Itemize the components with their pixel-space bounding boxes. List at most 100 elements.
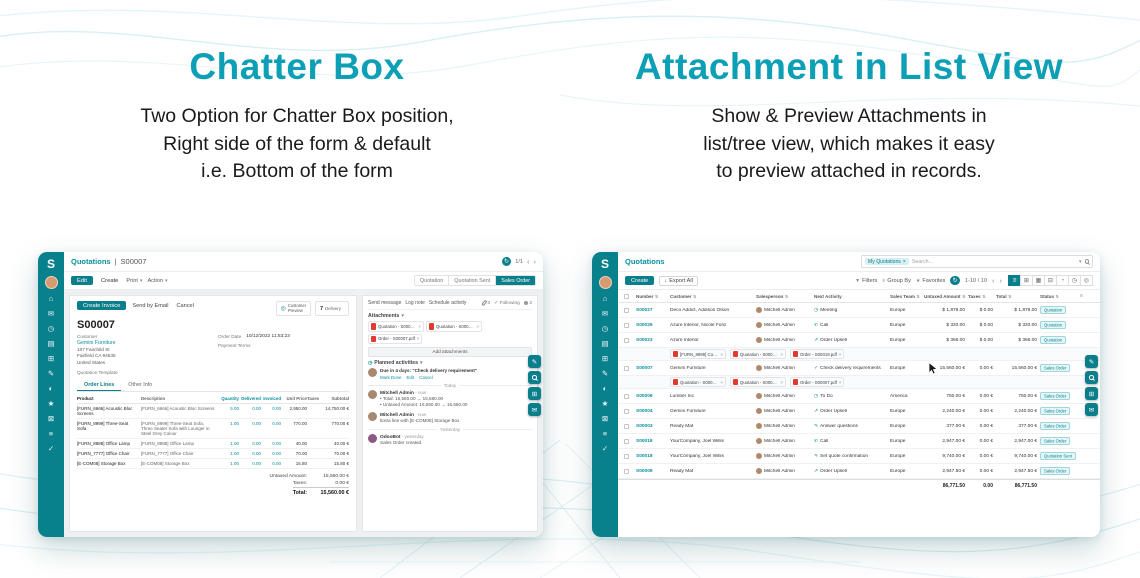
send-by-email-button[interactable]: Send by Email xyxy=(132,302,169,309)
edit-tool-icon[interactable]: ✎ xyxy=(1085,355,1098,368)
table-row[interactable]: S00023 Azure Interior Mitchell Admin ⇗Or… xyxy=(618,333,1100,348)
attachment-chip[interactable]: Quotation - S00019.pdf× xyxy=(730,376,786,388)
row-checkbox[interactable] xyxy=(624,307,629,313)
row-checkbox[interactable] xyxy=(624,468,629,474)
column-header-untaxed[interactable]: Untaxed Amount⇅ xyxy=(924,294,968,299)
sidebar-app-icon[interactable]: ◷ xyxy=(601,323,609,333)
column-header-total[interactable]: Total⇅ xyxy=(996,294,1040,299)
attachment-chip[interactable]: Quotation - S00023.pdf× xyxy=(670,376,726,388)
cell-next-activity[interactable]: ⇗Order Upsell xyxy=(814,338,890,343)
status-sales-order[interactable]: Sales Order xyxy=(495,276,535,285)
cell-next-activity[interactable]: ✎Set quote confirmation xyxy=(814,454,890,459)
mark-done-button[interactable]: Mark Done xyxy=(380,375,402,380)
sidebar-app-icon[interactable]: ⊠ xyxy=(47,413,55,423)
column-header-salesperson[interactable]: Salesperson⇅ xyxy=(756,294,814,299)
order-line-row[interactable]: [FURN_8999] Three-Seat Sofa [FURN_8999] … xyxy=(77,419,349,440)
attachment-chip[interactable]: [FURN_8999] Custom...× xyxy=(670,348,726,360)
sidebar-app-icon[interactable]: ★ xyxy=(47,398,55,408)
sidebar-app-icon[interactable]: ◷ xyxy=(47,323,55,333)
export-all-button[interactable]: ↓Export All xyxy=(659,275,698,286)
apps-tool-icon[interactable]: ⊞ xyxy=(1085,387,1098,400)
column-header[interactable]: Subtotal xyxy=(331,396,349,402)
delivery-smart-button[interactable]: 7 Delivery xyxy=(315,301,349,316)
attachment-chip[interactable]: Quotation - S00023.pdf× xyxy=(368,321,424,332)
table-row[interactable]: S00026 Azure Interior, Nicole Ford Mitch… xyxy=(618,318,1100,333)
user-avatar[interactable] xyxy=(44,275,58,289)
edit-activity-button[interactable]: Edit xyxy=(406,375,415,380)
cell-next-activity[interactable]: ◷To Do xyxy=(814,394,890,399)
column-header-next-activity[interactable]: Next Activity xyxy=(814,294,890,299)
apps-tool-icon[interactable]: ⊞ xyxy=(528,387,541,400)
app-logo-icon[interactable]: S xyxy=(600,257,609,271)
sidebar-app-icon[interactable]: ✎ xyxy=(601,368,609,378)
column-header-customer[interactable]: Customer⇅ xyxy=(670,294,756,299)
sidebar-app-icon[interactable]: ◐ xyxy=(602,383,608,393)
column-header[interactable]: Description xyxy=(141,396,166,402)
create-invoice-button[interactable]: Create Invoice xyxy=(77,301,127,310)
table-row[interactable]: S00019 YourCompany, Joel Willis Mitchell… xyxy=(618,434,1100,449)
follower-count[interactable]: 2 xyxy=(523,301,532,306)
cell-next-activity[interactable]: ⇗Order Upsell xyxy=(814,469,890,474)
table-row[interactable]: S00027 Deco Addict, Addison Olson Mitche… xyxy=(618,303,1100,318)
table-row[interactable]: S00003 Ready Mat Mitchell Admin ✎Answer … xyxy=(618,419,1100,434)
action-menu[interactable]: Action▾ xyxy=(147,278,167,284)
table-row[interactable]: S00004 Gemini Furniture Mitchell Admin ⇗… xyxy=(618,404,1100,419)
column-header[interactable]: Taxes xyxy=(307,396,320,402)
column-header[interactable]: Quantity xyxy=(221,396,239,402)
sidebar-app-icon[interactable]: ▤ xyxy=(601,338,609,348)
sidebar-app-icon[interactable]: ≡ xyxy=(48,428,54,438)
close-icon[interactable]: × xyxy=(720,379,723,385)
cell-next-activity[interactable]: ✓Check delivery requirements xyxy=(814,366,890,371)
pager-next-icon[interactable]: › xyxy=(533,256,537,266)
close-icon[interactable]: × xyxy=(416,336,420,342)
map-view-icon[interactable]: ◎ xyxy=(1080,275,1093,286)
sidebar-app-icon[interactable]: ✎ xyxy=(47,368,55,378)
tab-order-lines[interactable]: Order Lines xyxy=(77,380,122,392)
pager-next-icon[interactable]: › xyxy=(999,275,1003,285)
following-toggle[interactable]: ✓Following xyxy=(494,301,520,306)
cell-next-activity[interactable]: ⇗Order Upsell xyxy=(814,409,890,414)
close-icon[interactable]: × xyxy=(720,351,723,357)
close-icon[interactable]: × xyxy=(902,258,906,265)
cancel-activity-button[interactable]: Cancel xyxy=(419,375,433,380)
column-header[interactable]: Invoiced xyxy=(263,396,281,402)
row-checkbox[interactable] xyxy=(624,365,629,371)
cell-next-activity[interactable]: ✆Call xyxy=(814,439,890,444)
send-message-button[interactable]: Send message xyxy=(368,300,402,306)
cell-next-activity[interactable]: ✎Answer questions xyxy=(814,424,890,429)
close-icon[interactable]: × xyxy=(780,379,783,385)
row-checkbox[interactable] xyxy=(624,438,629,444)
group-by-menu[interactable]: ≡Group By xyxy=(882,278,911,284)
table-row[interactable]: S00005 Ready Mat Mitchell Admin ⇗Order U… xyxy=(618,464,1100,479)
favorites-menu[interactable]: ★Favorites xyxy=(916,278,946,284)
column-header[interactable]: Unit Price xyxy=(286,396,308,402)
refresh-icon[interactable]: ↻ xyxy=(950,275,960,286)
sidebar-app-icon[interactable]: ✓ xyxy=(47,443,55,453)
column-header[interactable]: Product xyxy=(77,396,94,402)
select-all-checkbox[interactable] xyxy=(624,293,629,299)
column-header-sales-team[interactable]: Sales Team⇅ xyxy=(890,294,924,299)
filters-menu[interactable]: ▼Filters xyxy=(855,278,877,284)
attachment-chip[interactable]: Order - S00007.pdf× xyxy=(368,333,423,344)
pager-prev-icon[interactable]: ‹ xyxy=(992,275,995,285)
log-note-button[interactable]: Log note xyxy=(405,300,425,306)
table-row[interactable]: S00006 Lumber Inc Mitchell Admin ◷To Do … xyxy=(618,389,1100,404)
search-icon[interactable] xyxy=(1084,259,1089,264)
column-header-taxes[interactable]: Taxes⇅ xyxy=(968,294,996,299)
app-logo-icon[interactable]: S xyxy=(46,257,55,271)
sidebar-app-icon[interactable]: ✉ xyxy=(601,308,609,318)
order-line-row[interactable]: [FURN_8888] Office Lamp [FURN_8888] Offi… xyxy=(77,439,349,450)
row-checkbox[interactable] xyxy=(624,453,629,459)
sidebar-app-icon[interactable]: ⌂ xyxy=(48,293,54,303)
sidebar-app-icon[interactable]: ★ xyxy=(601,398,609,408)
sidebar-app-icon[interactable]: ⊞ xyxy=(601,353,609,363)
sidebar-app-icon[interactable]: ✉ xyxy=(47,308,55,318)
row-checkbox[interactable] xyxy=(624,423,629,429)
close-icon[interactable]: × xyxy=(838,379,842,385)
search-filter-chip[interactable]: My Quotations× xyxy=(865,258,909,265)
cell-next-activity[interactable]: ◷Meeting xyxy=(814,308,890,313)
status-quotation-sent[interactable]: Quotation Sent xyxy=(448,276,496,285)
edit-tool-icon[interactable]: ✎ xyxy=(528,355,541,368)
close-icon[interactable]: × xyxy=(476,323,479,329)
